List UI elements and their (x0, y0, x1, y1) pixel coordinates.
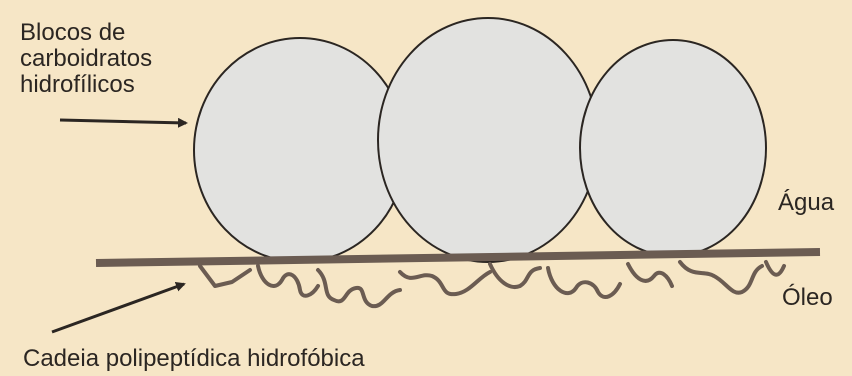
hydrophobic-chain-label: Cadeia polipeptídica hidrofóbica (23, 346, 365, 372)
polypeptide-chain-bar (96, 252, 820, 263)
water-label: Água (778, 190, 834, 216)
hydrophilic-blocks-label-line-1: Blocos de (20, 20, 152, 46)
hydrophilic-blocks-label-line-2: carboidratos (20, 46, 152, 72)
hydrophilic-blocks-label-line-3: hidrofílicos (20, 72, 152, 98)
carbohydrate-block-1 (194, 38, 406, 262)
oil-label: Óleo (782, 285, 833, 311)
hydrophilic-blocks-label: Blocos de carboidratos hidrofílicos (20, 20, 152, 98)
hydrophobic-chain-arrow (52, 284, 184, 332)
hydrophilic-blocks-arrow (60, 120, 186, 123)
carbohydrate-block-2 (378, 18, 598, 262)
hydrophobic-tails (200, 262, 784, 306)
carbohydrate-block-3 (580, 40, 766, 256)
